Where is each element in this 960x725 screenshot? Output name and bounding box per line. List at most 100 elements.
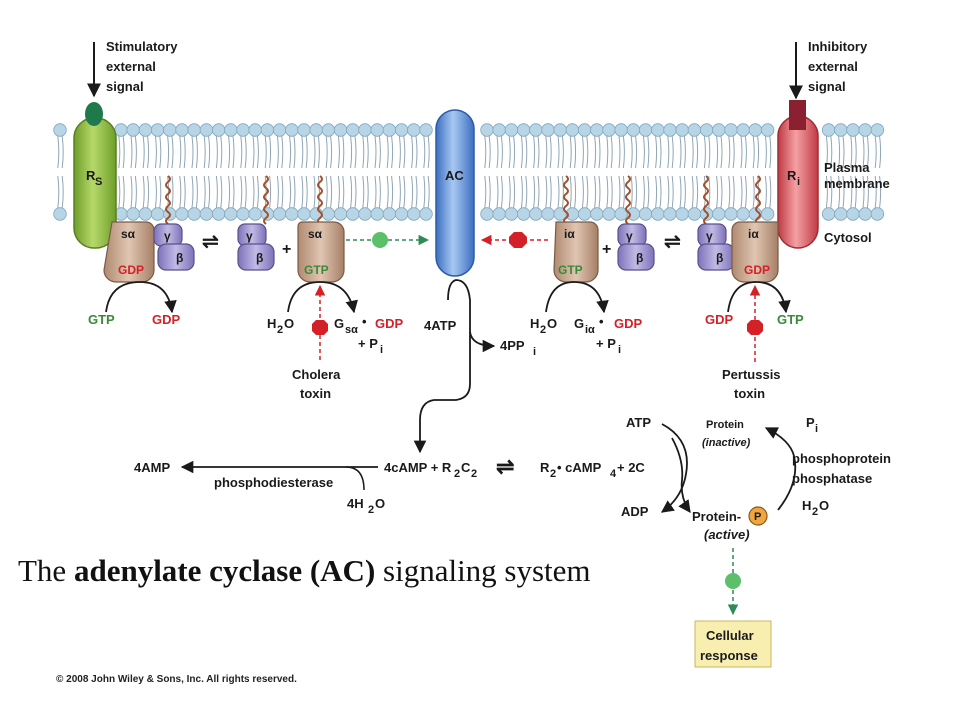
lipid-tail — [671, 175, 674, 209]
kinase-atp: ATP — [626, 415, 651, 430]
lipid-tail — [398, 175, 401, 209]
svg-text:H: H — [530, 316, 539, 331]
lipid-head — [541, 207, 555, 221]
lipid-tail — [728, 175, 731, 209]
lipid-tail — [667, 135, 670, 169]
lipid-tail — [354, 175, 357, 209]
lipid-tail — [525, 175, 528, 209]
inhib-signal-line2: external — [808, 59, 858, 74]
lipid-tail — [732, 135, 735, 169]
inhib-signal-line3: signal — [808, 79, 846, 94]
gs-protein-inactive: sα GDP γ β — [103, 221, 195, 283]
lipid-tail — [586, 135, 589, 169]
lipid-head — [333, 123, 348, 137]
lipid-head — [492, 123, 506, 137]
water-hook — [345, 466, 365, 491]
lipid-tail — [374, 135, 377, 169]
lipid-tail — [533, 175, 536, 209]
lipid-tail — [122, 175, 125, 209]
lipid-tail — [488, 175, 491, 209]
lipid-tail — [366, 135, 369, 169]
kinase-arrow-left — [660, 423, 688, 513]
lipid-head — [651, 123, 665, 137]
lipid-tail — [386, 175, 389, 209]
lipid-tail — [659, 175, 662, 209]
svg-text:C: C — [461, 460, 471, 475]
lipid-head — [248, 123, 262, 137]
svg-text:O: O — [547, 316, 557, 331]
lipid-tail — [769, 175, 772, 209]
svg-text:+ P: + P — [596, 336, 616, 351]
phosphatase-label-line1: phosphoprotein — [792, 451, 891, 466]
lipid-tail — [520, 175, 523, 209]
lipid-tail — [744, 175, 747, 209]
lipid-tail — [415, 135, 418, 169]
lipid-head — [370, 123, 384, 137]
lipid-head — [199, 207, 214, 221]
lipid-head — [211, 207, 226, 221]
lipid-head — [358, 123, 372, 137]
lipid-head — [516, 123, 531, 137]
pertussis-toxin-line2: toxin — [734, 386, 765, 401]
lipid-tail — [134, 175, 137, 209]
svg-text:i: i — [380, 344, 383, 356]
lipid-tail — [691, 175, 694, 209]
lipid-tail — [167, 135, 170, 169]
lipid-head — [529, 123, 543, 137]
lipid-head — [529, 207, 543, 221]
cytosol-label: Cytosol — [824, 230, 872, 245]
lipid-head — [687, 123, 702, 137]
lipid-tail — [764, 135, 767, 169]
lipid-head — [370, 207, 384, 221]
gtp-label: GTP — [304, 263, 329, 277]
lipid-head — [870, 123, 885, 137]
lipid-head — [297, 123, 311, 137]
lipid-tail — [147, 135, 150, 169]
lipid-head — [394, 207, 409, 221]
lipid-tail — [411, 175, 414, 209]
svg-text:sα: sα — [345, 324, 358, 336]
gs-alpha-active: sα GTP — [297, 221, 345, 283]
lipid-anchor — [317, 175, 323, 225]
svg-text:sα: sα — [308, 227, 323, 241]
rs-label: R — [86, 168, 96, 183]
lipid-tail — [874, 175, 877, 209]
svg-text:2: 2 — [454, 468, 460, 480]
lipid-tail — [57, 175, 60, 209]
lipid-tail — [862, 175, 865, 209]
lipid-tail — [850, 135, 853, 169]
lipid-tail — [655, 135, 658, 169]
lipid-head — [821, 123, 836, 137]
phosphatase-label-line2: phosphatase — [792, 471, 872, 486]
svg-text:• cAMP: • cAMP — [557, 460, 602, 475]
lipid-head — [638, 207, 653, 221]
lipid-tail — [533, 135, 536, 169]
lipid-tail — [325, 135, 328, 169]
lipid-head — [199, 123, 214, 137]
lipid-head — [760, 123, 775, 137]
phosphorylation-cycle: ATP ADP Protein (inactive) Protein- P (a… — [621, 415, 891, 542]
lipid-head — [394, 123, 409, 137]
lipid-tail — [879, 135, 882, 169]
lipid-tail — [610, 175, 613, 209]
lipid-tail — [716, 135, 719, 169]
adenylate-cyclase: AC — [435, 109, 475, 277]
lipid-head — [272, 123, 287, 137]
lipid-tail — [118, 135, 121, 169]
lipid-head — [614, 123, 628, 137]
lipid-head — [187, 123, 201, 137]
lipid-tail — [220, 175, 223, 209]
lipid-tail — [337, 135, 340, 169]
lipid-head — [53, 207, 67, 221]
lipid-tail — [232, 135, 235, 169]
lipid-tail — [825, 175, 828, 209]
lipid-tail — [635, 135, 638, 169]
lipid-tail — [171, 175, 174, 209]
lipid-tail — [240, 135, 243, 169]
lipid-head — [114, 123, 128, 137]
lipid-tail — [330, 135, 333, 169]
lipid-tail — [183, 175, 186, 209]
lipid-tail — [525, 135, 528, 169]
gi-hydrolysis-arc — [545, 281, 609, 314]
